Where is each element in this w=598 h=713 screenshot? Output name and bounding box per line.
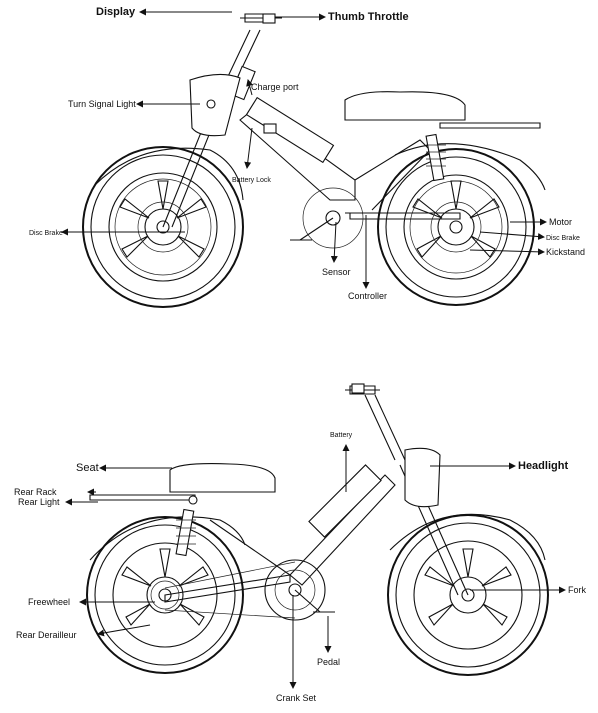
frame — [239, 91, 541, 220]
fork-and-handlebar — [162, 13, 282, 228]
label-disc-brake-rear: Disc Brake — [546, 235, 580, 242]
label-sensor: Sensor — [322, 267, 351, 277]
bottom-labels: Battery Seat Headlight Rear Rack Rear Li… — [14, 432, 587, 703]
label-display: Display — [96, 6, 136, 18]
label-charge-port: Charge port — [251, 82, 299, 92]
label-battery-lock: Battery Lock — [232, 177, 271, 184]
label-kickstand: Kickstand — [546, 247, 585, 257]
label-crank-set: Crank Set — [276, 693, 317, 703]
front-disc-brake — [137, 201, 189, 253]
label-fork: Fork — [568, 585, 587, 595]
label-turn-signal-light: Turn Signal Light — [68, 99, 136, 109]
label-rear-light: Rear Light — [18, 497, 60, 507]
label-headlight: Headlight — [518, 460, 568, 472]
freewheel-cassette — [150, 580, 180, 610]
rear-wheel — [377, 143, 546, 306]
top-labels: Display Thumb Throttle Charge port Turn … — [29, 6, 585, 301]
bottom-bike-drawing — [86, 383, 549, 676]
label-freewheel: Freewheel — [28, 597, 70, 607]
frame-bottom — [89, 463, 396, 603]
front-wheel-bottom — [387, 513, 549, 676]
label-pedal: Pedal — [317, 657, 340, 667]
rear-disc-brake — [430, 201, 482, 253]
label-controller: Controller — [348, 291, 387, 301]
rear-wheel-bottom — [86, 516, 246, 674]
label-motor: Motor — [549, 217, 572, 227]
crankset-bottom — [164, 559, 335, 621]
label-rear-rack: Rear Rack — [14, 487, 57, 497]
crankset — [290, 187, 365, 249]
label-thumb-throttle: Thumb Throttle — [328, 11, 409, 23]
fork-bottom — [345, 383, 469, 596]
label-rear-derailleur: Rear Derailleur — [16, 630, 77, 640]
label-disc-brake-front: Disc Brake — [29, 230, 63, 237]
label-seat: Seat — [76, 462, 99, 474]
top-bike-drawing — [82, 13, 546, 308]
label-battery: Battery — [330, 432, 353, 439]
front-wheel — [82, 146, 244, 308]
